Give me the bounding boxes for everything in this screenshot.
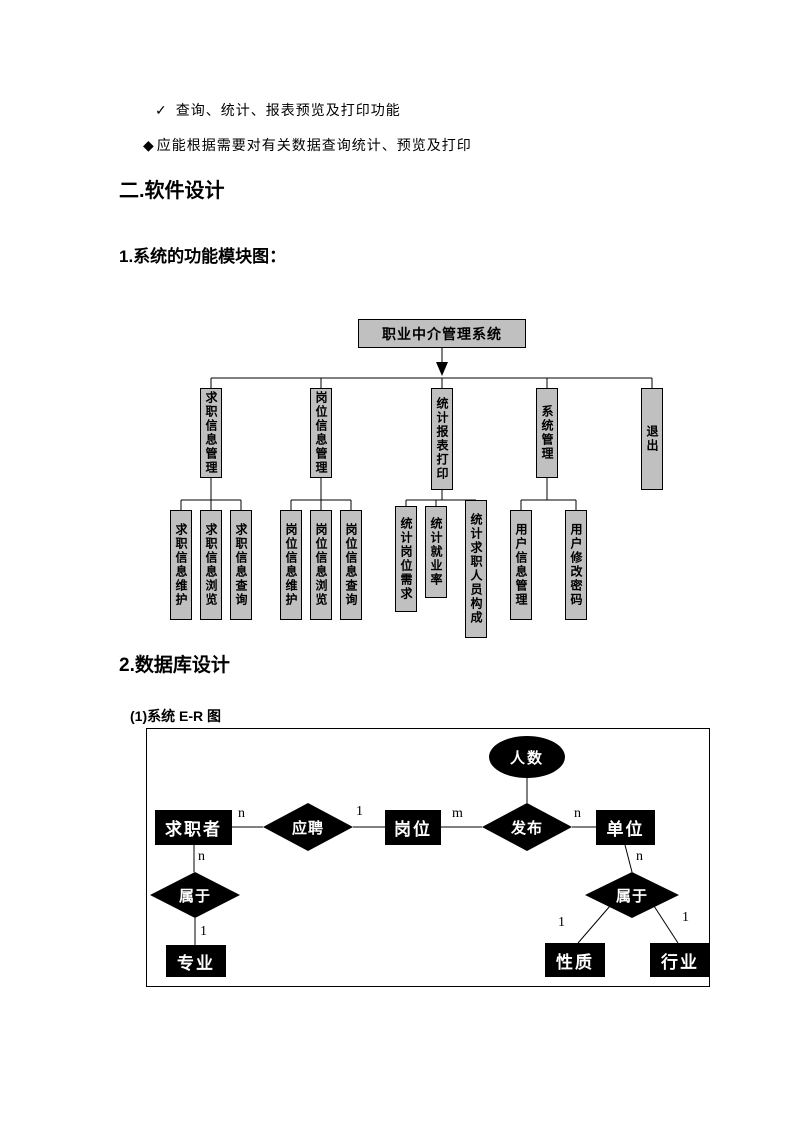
er-entity-post: 岗位 bbox=[385, 810, 441, 845]
er-entity-industry: 行业 bbox=[650, 943, 710, 977]
org-level3-box: 用户信息管理 bbox=[510, 510, 532, 620]
cardinality-label: 1 bbox=[356, 804, 363, 819]
org-level3-box: 求职信息查询 bbox=[230, 510, 252, 620]
cardinality-label: 1 bbox=[682, 910, 689, 925]
er-entity-unit: 单位 bbox=[596, 810, 655, 845]
org-level3-box: 统计就业率 bbox=[425, 506, 447, 598]
cardinality-label: n bbox=[238, 806, 245, 821]
bullet-item: ✓ 查询、统计、报表预览及打印功能 bbox=[155, 100, 401, 120]
er-entity-major: 专业 bbox=[166, 945, 226, 977]
org-level2-box-post-info: 岗位信息管理 bbox=[310, 388, 332, 478]
org-level3-box: 岗位信息查询 bbox=[340, 510, 362, 620]
org-level3-box: 岗位信息维护 bbox=[280, 510, 302, 620]
er-entity-nature: 性质 bbox=[545, 943, 605, 977]
bullet-text: 查询、统计、报表预览及打印功能 bbox=[175, 102, 401, 118]
er-diagram-border bbox=[146, 728, 710, 987]
org-level3-box: 统计岗位需求 bbox=[395, 506, 417, 612]
org-level2-box-system: 系统管理 bbox=[536, 388, 558, 478]
org-level3-box: 统计求职人员构成 bbox=[465, 500, 487, 638]
heading-er-diagram: (1)系统 E-R 图 bbox=[130, 708, 221, 724]
org-level2-box-report: 统计报表打印 bbox=[431, 388, 453, 490]
org-root-box: 职业中介管理系统 bbox=[358, 319, 526, 348]
down-arrowhead-icon bbox=[436, 362, 448, 376]
cardinality-label: 1 bbox=[200, 924, 207, 939]
org-level2-box-exit: 退出 bbox=[641, 388, 663, 490]
org-level2-box-job-info: 求职信息管理 bbox=[200, 388, 222, 478]
org-level3-box: 岗位信息浏览 bbox=[310, 510, 332, 620]
heading-module-diagram: 1.系统的功能模块图： bbox=[119, 247, 287, 266]
org-level3-box: 求职信息浏览 bbox=[200, 510, 222, 620]
heading-software-design: 二.软件设计 bbox=[119, 180, 225, 202]
bullet-item: ◆应能根据需要对有关数据查询统计、预览及打印 bbox=[143, 135, 472, 155]
er-entity-jobseeker: 求职者 bbox=[155, 810, 232, 845]
cardinality-label: n bbox=[636, 849, 643, 864]
er-attribute-count: 人数 bbox=[489, 736, 565, 778]
bullet-text: 应能根据需要对有关数据查询统计、预览及打印 bbox=[156, 137, 472, 153]
org-level3-box: 用户修改密码 bbox=[565, 510, 587, 620]
cardinality-label: 1 bbox=[558, 915, 565, 930]
org-level3-box: 求职信息维护 bbox=[170, 510, 192, 620]
cardinality-label: m bbox=[452, 806, 463, 821]
cardinality-label: n bbox=[198, 849, 205, 864]
org-chart-connectors bbox=[180, 348, 653, 510]
diamond-bullet-icon: ◆ bbox=[143, 137, 155, 153]
cardinality-label: n bbox=[574, 806, 581, 821]
heading-database-design: 2.数据库设计 bbox=[119, 655, 230, 676]
check-bullet-icon: ✓ bbox=[155, 102, 168, 118]
